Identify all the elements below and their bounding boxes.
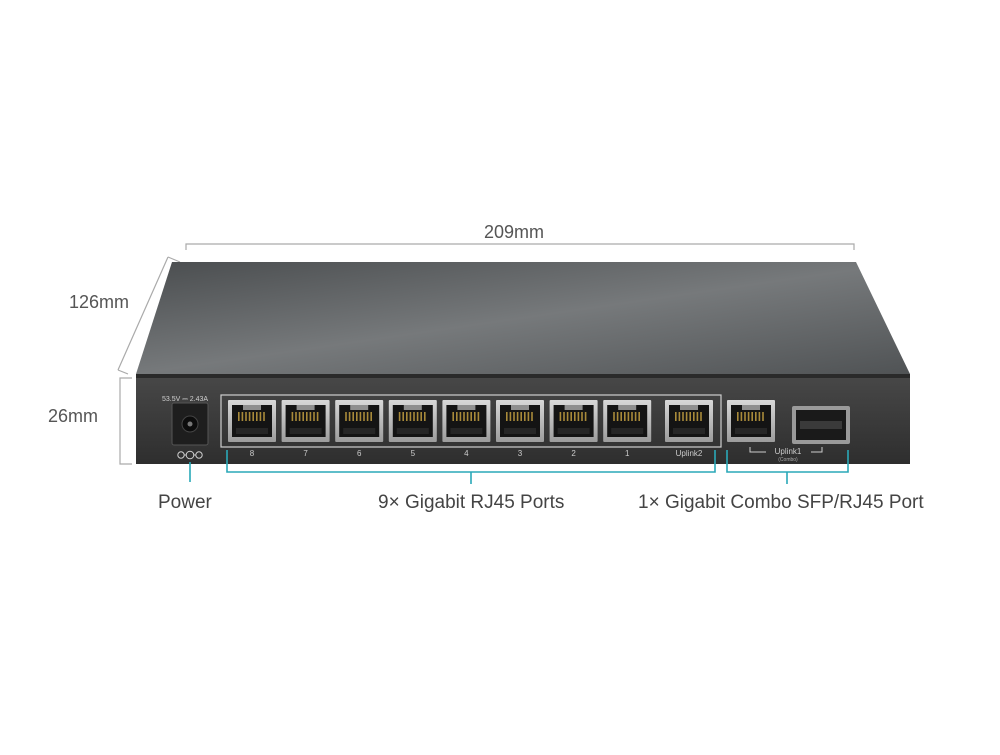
power-callout: Power (158, 492, 212, 513)
port-number-label: 7 (303, 449, 308, 458)
rj45-port-1 (603, 400, 652, 442)
dimension-lines (117, 243, 855, 465)
power-rating-text: 53.5V ⎓ 2.43A (162, 396, 208, 403)
rj45-port-8 (228, 400, 276, 442)
port-number-label: 5 (411, 449, 416, 458)
rj45-port-uplink1 (727, 400, 775, 442)
ports-layer (228, 400, 850, 444)
rj45-callout: 9× Gigabit RJ45 Ports (378, 492, 565, 513)
dc-power-jack-icon (171, 402, 209, 446)
depth-dimension-line (117, 256, 181, 375)
rj45-port-4 (442, 400, 491, 442)
port-number-label: 2 (571, 449, 576, 458)
width-dimension-label: 209mm (484, 222, 545, 242)
combo-callout: 1× Gigabit Combo SFP/RJ45 Port (638, 492, 924, 513)
polarity-symbol-icon (177, 450, 203, 460)
port-number-label: 1 (625, 449, 630, 458)
width-dimension-line (185, 243, 855, 250)
uplink1-sub-label: (Combo) (778, 457, 798, 463)
rj45-port-uplink2 (665, 400, 713, 442)
port-number-label: 6 (357, 449, 362, 458)
rj45-port-5 (388, 400, 437, 442)
port-labels: 8 7 6 5 4 3 2 1 (250, 449, 630, 458)
rj45-port-7 (281, 400, 330, 442)
height-dimension-label: 26mm (48, 406, 99, 426)
depth-dimension-label: 126mm (69, 292, 130, 312)
port-number-label: 8 (250, 449, 255, 458)
combo-callout-bracket (726, 450, 849, 484)
sfp-port-uplink1 (792, 406, 850, 444)
rj45-port-3 (496, 400, 544, 442)
port-bank-frame (220, 394, 722, 448)
rj45-port-6 (335, 400, 384, 442)
port-number-label: 3 (518, 449, 523, 458)
port-number-label: 4 (464, 449, 469, 458)
uplink1-bracket (749, 447, 823, 453)
height-dimension-line (119, 377, 132, 465)
uplink2-label: Uplink2 (676, 449, 703, 458)
uplink1-label: Uplink1 (775, 447, 802, 456)
rj45-port-2 (549, 400, 598, 442)
chassis-top (136, 262, 910, 374)
chassis-edge (136, 374, 910, 378)
rj45-callout-bracket (226, 450, 716, 484)
callout-brackets (189, 450, 849, 484)
